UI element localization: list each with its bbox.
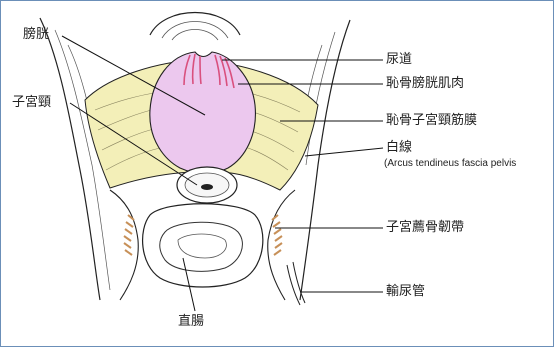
uterosacral-ligament-right	[272, 215, 282, 255]
right-pelvic-wall	[300, 20, 350, 300]
label-white-line-latin: (Arcus tendineus fascia pelvis	[384, 159, 516, 169]
label-rectum: 直腸	[178, 315, 204, 328]
pubic-symphysis	[150, 13, 240, 36]
uterosacral-ligament-left	[124, 215, 134, 255]
label-uterosacral-ligament: 子宮薦骨韌帶	[386, 221, 464, 234]
pelvic-floor-right	[268, 190, 295, 300]
label-pubocervical-fascia: 恥骨子宮頸筋膜	[386, 114, 477, 127]
label-ureter: 輸尿管	[386, 285, 425, 298]
label-urethra: 尿道	[386, 53, 412, 66]
bladder-shape	[150, 52, 256, 173]
rectum-outer	[143, 204, 263, 287]
label-cervix: 子宮頸	[12, 96, 51, 109]
label-bladder: 膀胱	[23, 28, 49, 41]
pelvic-floor-left	[110, 190, 138, 300]
label-white-line: 白線	[386, 141, 412, 154]
label-pubovesical-muscle: 恥骨膀胱肌肉	[386, 77, 464, 90]
